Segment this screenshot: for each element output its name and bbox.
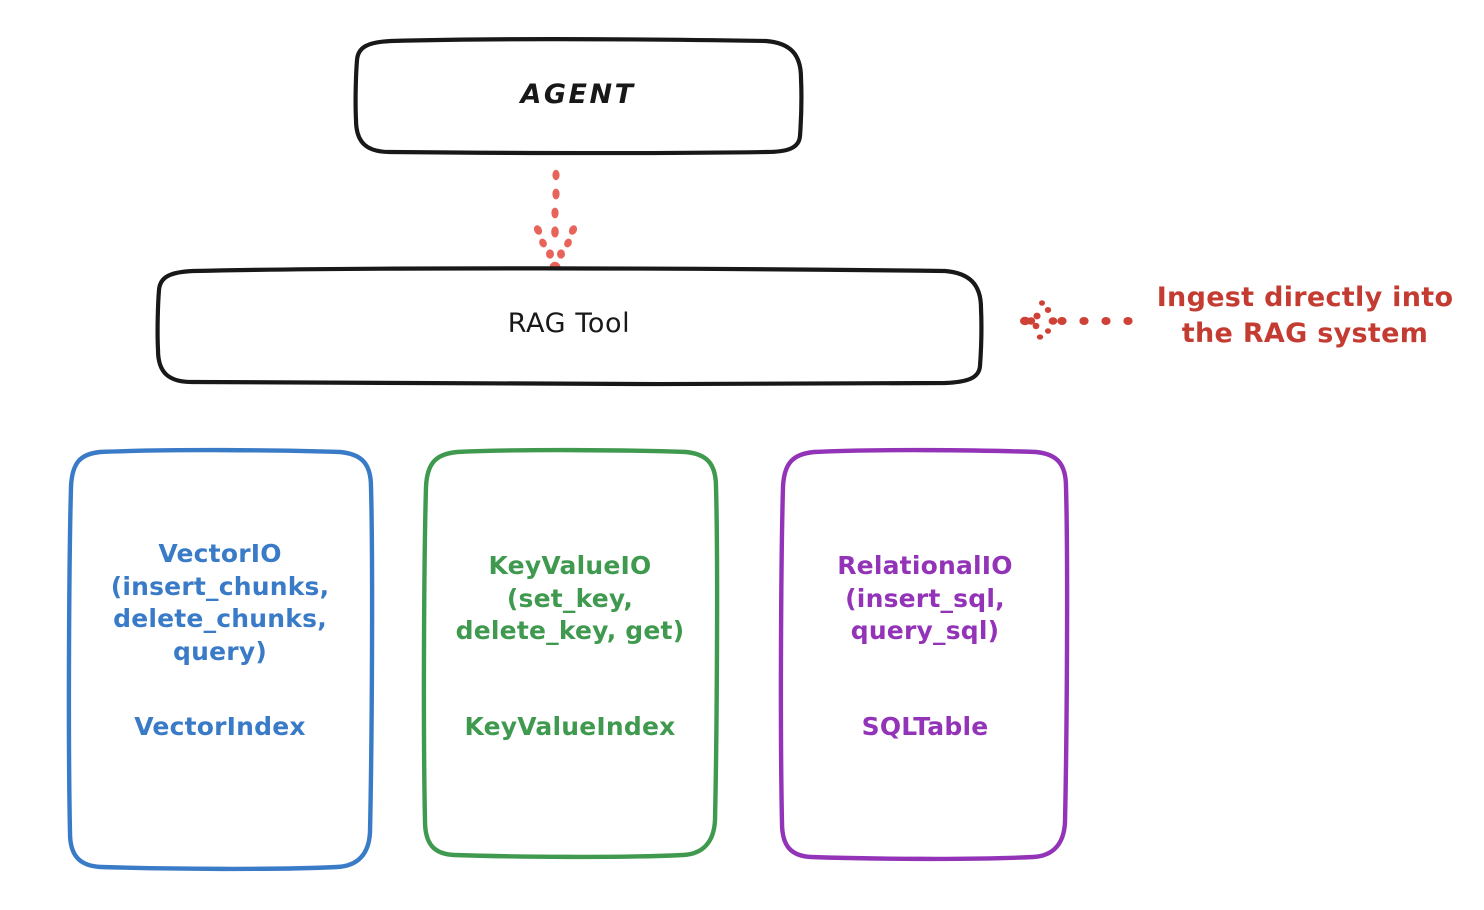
key-value-io-box-outline [421,447,720,860]
sql-table-label: SQLTable [861,712,989,741]
vector-io-node[interactable] [66,447,375,872]
key-value-index-label: KeyValueIndex [464,712,676,741]
relational-io-api-label: RelationalIO (insert_sql, query_sql) [837,551,1013,645]
ingest-annotation: Ingest directly into the RAG system [1156,282,1454,350]
ingest-arrow [1020,300,1133,340]
agent-box-outline [353,37,804,156]
vector-io-api-label: VectorIO (insert_chunks, delete_chunks, … [110,539,330,666]
vector-io-box-outline [66,447,375,872]
relational-io-box-outline [778,447,1070,862]
rag-tool-node[interactable] [155,266,984,387]
vector-index-label: VectorIndex [134,712,306,741]
relational-io-node[interactable] [778,447,1070,862]
agent-to-rag-arrow [533,169,578,273]
rag-tool-box-outline [155,266,984,387]
key-value-io-node[interactable] [421,447,720,860]
key-value-io-api-label: KeyValueIO (set_key, delete_key, get) [455,551,685,645]
agent-node[interactable] [353,37,804,156]
